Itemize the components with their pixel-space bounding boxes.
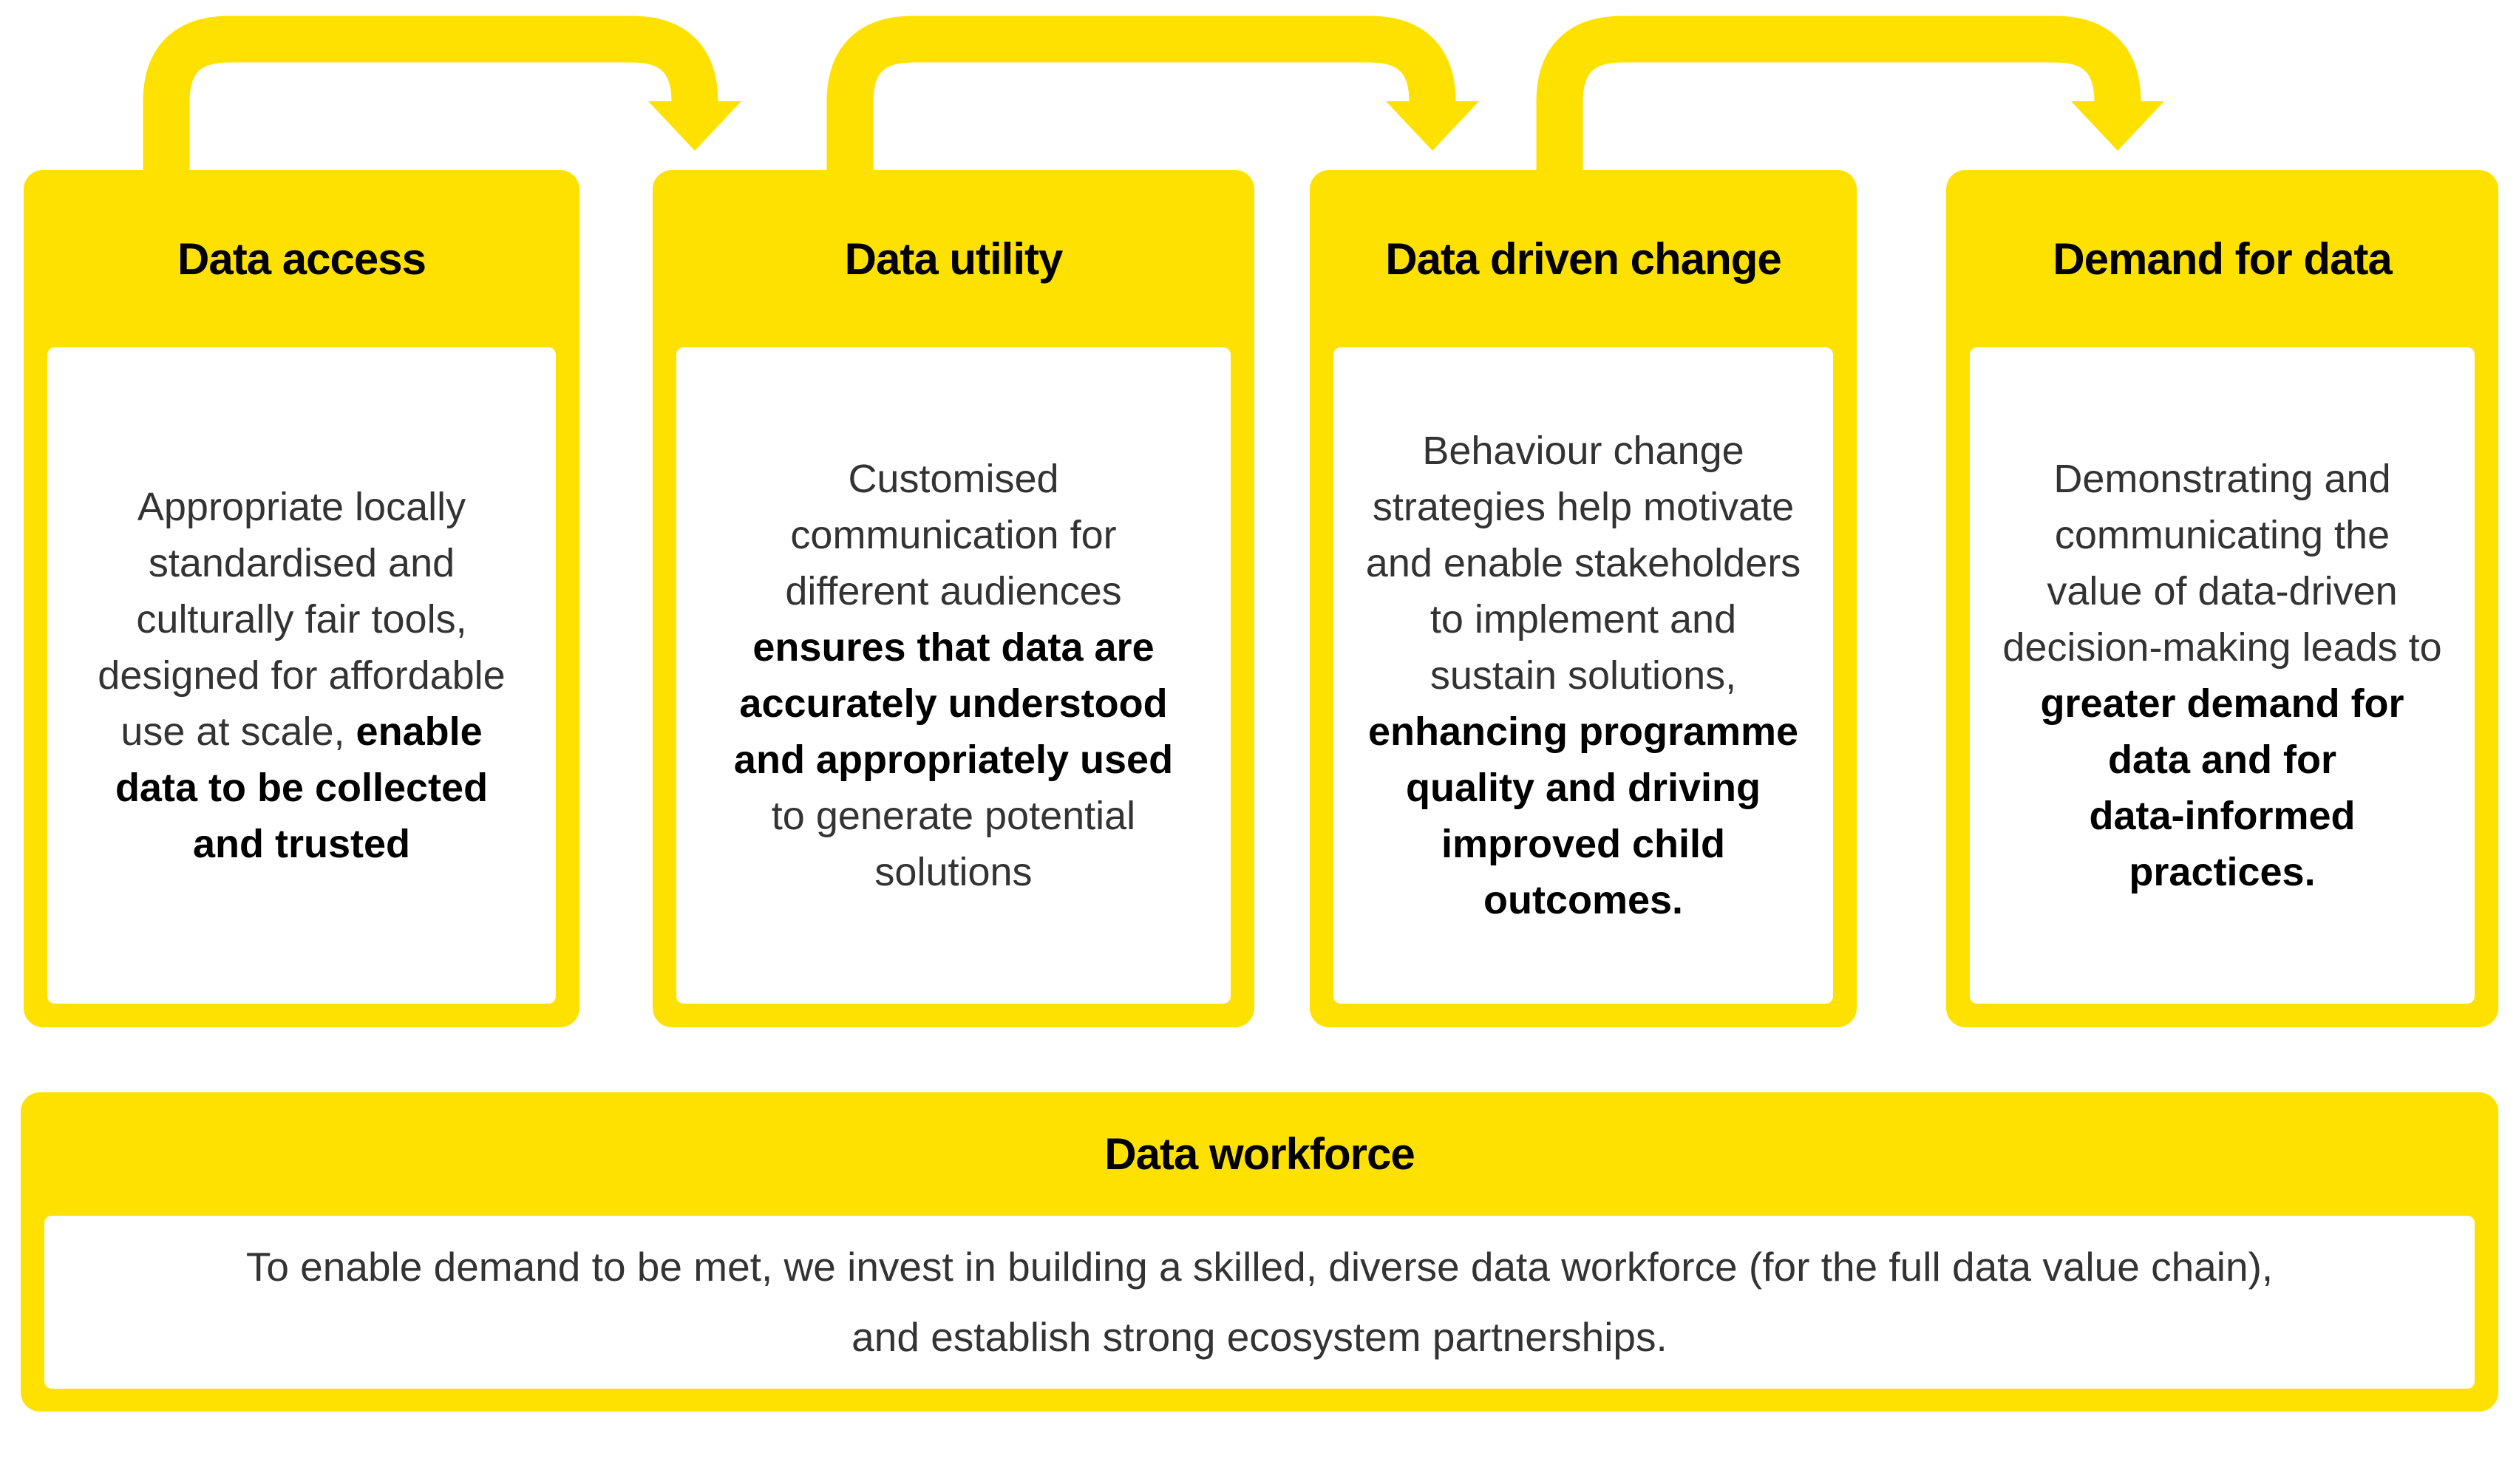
- flow-arrow-icon: [1536, 16, 2164, 229]
- flow-arrow-icon: [826, 16, 1479, 229]
- flow-arrow-icon: [143, 16, 741, 229]
- card-header: Data utility: [653, 170, 1254, 347]
- card-header: Data workforce: [21, 1092, 2498, 1216]
- card-title: Data workforce: [1104, 1129, 1415, 1179]
- card-data-workforce: Data workforce To enable demand to be me…: [21, 1092, 2498, 1412]
- card-header: Data driven change: [1310, 170, 1857, 347]
- card-title: Data utility: [844, 234, 1064, 284]
- card-title: Demand for data: [2053, 234, 2392, 284]
- card-header: Demand for data: [1946, 170, 2498, 347]
- card-header: Data access: [24, 170, 579, 347]
- card-title: Data driven change: [1385, 234, 1782, 284]
- card-title: Data access: [177, 234, 426, 284]
- flow-arrows: [143, 16, 2164, 229]
- card-body-text: To enable demand to be met, we invest in…: [44, 1216, 2475, 1389]
